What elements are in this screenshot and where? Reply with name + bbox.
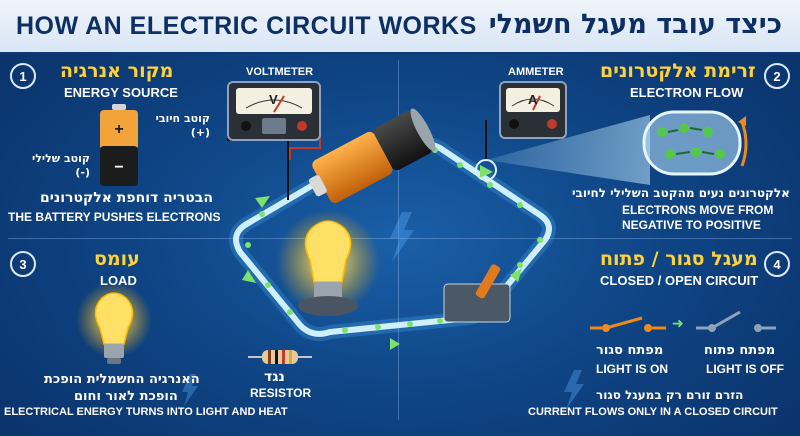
positive-terminal-label: קוטב חיובי (+) [155,112,210,139]
central-battery [308,108,436,203]
closed-switch-label-en: LIGHT IS ON [596,362,668,376]
electron-flow-magnifier [642,110,748,176]
electron-flow-caption-en-2: NEGATIVE TO POSITIVE [622,218,761,232]
load-caption-he-2: הופכת לאור וחום [74,389,178,404]
open-switch-icon [696,310,776,332]
electron-flow-title-en: ELECTRON FLOW [630,85,744,100]
voltmeter [227,81,321,141]
load-caption-he-1: האנרגיה החשמלית הופכת [44,372,200,387]
section-number-2: 2 [764,63,790,89]
section-number-4: 4 [764,251,790,277]
arrow-icon: ➜ [672,316,684,332]
flow-arrows [242,165,522,350]
central-bulb [276,210,380,316]
open-switch-label-en: LIGHT IS OFF [706,362,784,376]
open-switch-label-he: מפתח פתוח [704,343,776,358]
circuit-title-he: מעגל סגור / פתוח [600,248,758,270]
energy-source-caption-en: THE BATTERY PUSHES ELECTRONS [8,210,221,224]
energy-source-title-en: ENERGY SOURCE [64,85,178,100]
energy-source-caption-he: הבטריה דוחפת אלקטרונים [40,190,213,206]
load-caption-en: ELECTRICAL ENERGY TURNS INTO LIGHT AND H… [4,406,288,418]
electron-flow-caption-he: אלקטרונים נעים מהקטב השלילי לחיובי [572,186,790,200]
negative-terminal-label: קוטב שלילי (-) [31,152,90,179]
vertical-divider [398,60,399,420]
ammeter [499,81,567,139]
section-number-3: 3 [10,251,36,277]
ammeter-symbol: A [528,92,538,107]
circuit-caption-en: CURRENT FLOWS ONLY IN A CLOSED CIRCUIT [528,406,778,418]
header-bar: HOW AN ELECTRIC CIRCUIT WORKS כיצד עובד … [0,0,800,54]
title-english: HOW AN ELECTRIC CIRCUIT WORKS [16,12,477,40]
load-bulb-icon [76,284,152,364]
voltmeter-label: VOLTMETER [246,66,314,78]
voltmeter-symbol: V [269,92,278,107]
horizontal-divider [8,238,792,239]
energy-source-title-he: מקור אנרגיה [60,60,174,82]
resistor-label-en: RESISTOR [250,386,312,400]
battery-icon: + − [100,104,138,186]
electron-dots [245,147,543,333]
electron-flow-title-he: זרימת אלקטרונים [600,60,756,82]
electron-flow-caption-en-1: ELECTRONS MOVE FROM [622,203,774,217]
circuit-title-en: CLOSED / OPEN CIRCUIT [600,273,759,288]
closed-switch-icon [590,316,666,332]
resistor-icon [248,350,312,364]
circuit-caption-he: הזרם זורם רק במעגל סגור [596,388,744,402]
central-switch [443,264,511,323]
title-hebrew: כיצד עובד מעגל חשמלי [488,9,782,40]
closed-switch-label-he: מפתח סגור [596,343,664,358]
section-number-1: 1 [10,63,36,89]
svg-text:−: − [114,159,123,176]
svg-text:+: + [114,121,123,138]
ammeter-label: AMMETER [508,66,564,78]
resistor-label-he: נגד [264,369,285,385]
load-title-he: עומס [94,248,140,270]
